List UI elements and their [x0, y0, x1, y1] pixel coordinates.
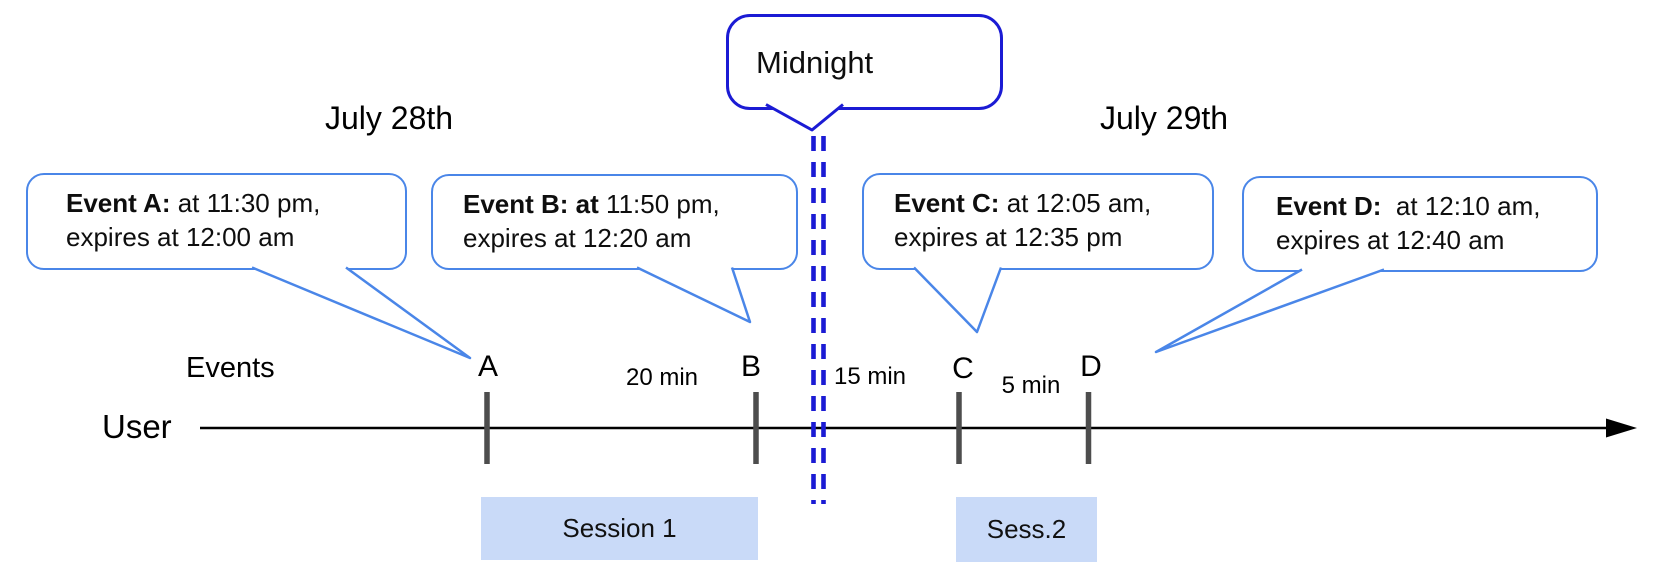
interval-label-20min: 20 min — [625, 364, 699, 391]
event-a-callout-text: Event A: at 11:30 pm, expires at 12:00 a… — [28, 186, 405, 254]
event-c-bold: Event C: — [894, 188, 1000, 218]
event-b-callout-text: Event B: at 11:50 pm, expires at 12:20 a… — [433, 187, 796, 255]
midnight-callout: Midnight — [726, 14, 1003, 110]
timeline-arrowhead — [1606, 418, 1637, 438]
event-c-callout-text: Event C: at 12:05 am, expires at 12:35 p… — [864, 186, 1212, 254]
event-c-callout-tail — [913, 266, 1003, 334]
event-a-callout: Event A: at 11:30 pm, expires at 12:00 a… — [26, 173, 407, 270]
user-axis-label: User — [102, 408, 172, 445]
event-b-expiry: expires at 12:20 am — [463, 223, 692, 253]
event-a-expiry: expires at 12:00 am — [66, 222, 295, 252]
event-b-callout: Event B: at 11:50 pm, expires at 12:20 a… — [431, 174, 798, 270]
session-2-label: Sess.2 — [986, 514, 1067, 544]
event-d-expiry: expires at 12:40 am — [1276, 225, 1505, 255]
event-d-time: at 12:10 am, — [1381, 191, 1541, 221]
event-a-time: at 11:30 pm, — [170, 188, 321, 218]
interval-label-5min: 5 min — [1001, 372, 1061, 399]
events-axis-label: Events — [186, 352, 275, 384]
marker-label-d: D — [1080, 350, 1102, 383]
event-c-callout: Event C: at 12:05 am, expires at 12:35 p… — [862, 173, 1214, 270]
date-label-july-29: July 29th — [1100, 100, 1229, 136]
event-d-callout: Event D: at 12:10 am, expires at 12:40 a… — [1242, 176, 1598, 272]
event-b-time: 11:50 pm, — [598, 189, 720, 219]
event-c-expiry: expires at 12:35 pm — [894, 222, 1123, 252]
marker-label-b: B — [740, 350, 762, 383]
event-c-time: at 12:05 am, — [999, 188, 1152, 218]
session-1-label: Session 1 — [562, 513, 677, 543]
event-d-bold: Event D: — [1276, 191, 1382, 221]
event-b-callout-tail — [636, 266, 752, 324]
interval-label-15min: 15 min — [833, 363, 907, 390]
marker-label-c: C — [952, 352, 974, 385]
session-2-box: Sess.2 — [956, 497, 1097, 562]
event-a-callout-tail — [251, 266, 472, 360]
midnight-callout-label: Midnight — [756, 45, 874, 80]
marker-label-a: A — [477, 350, 499, 383]
event-d-callout-tail — [1154, 268, 1385, 354]
event-a-bold: Event A: — [66, 188, 171, 218]
date-label-july-28: July 28th — [325, 100, 454, 136]
event-b-bold: Event B: at — [463, 189, 599, 219]
event-d-callout-text: Event D: at 12:10 am, expires at 12:40 a… — [1244, 189, 1596, 257]
session-1-box: Session 1 — [481, 497, 758, 560]
